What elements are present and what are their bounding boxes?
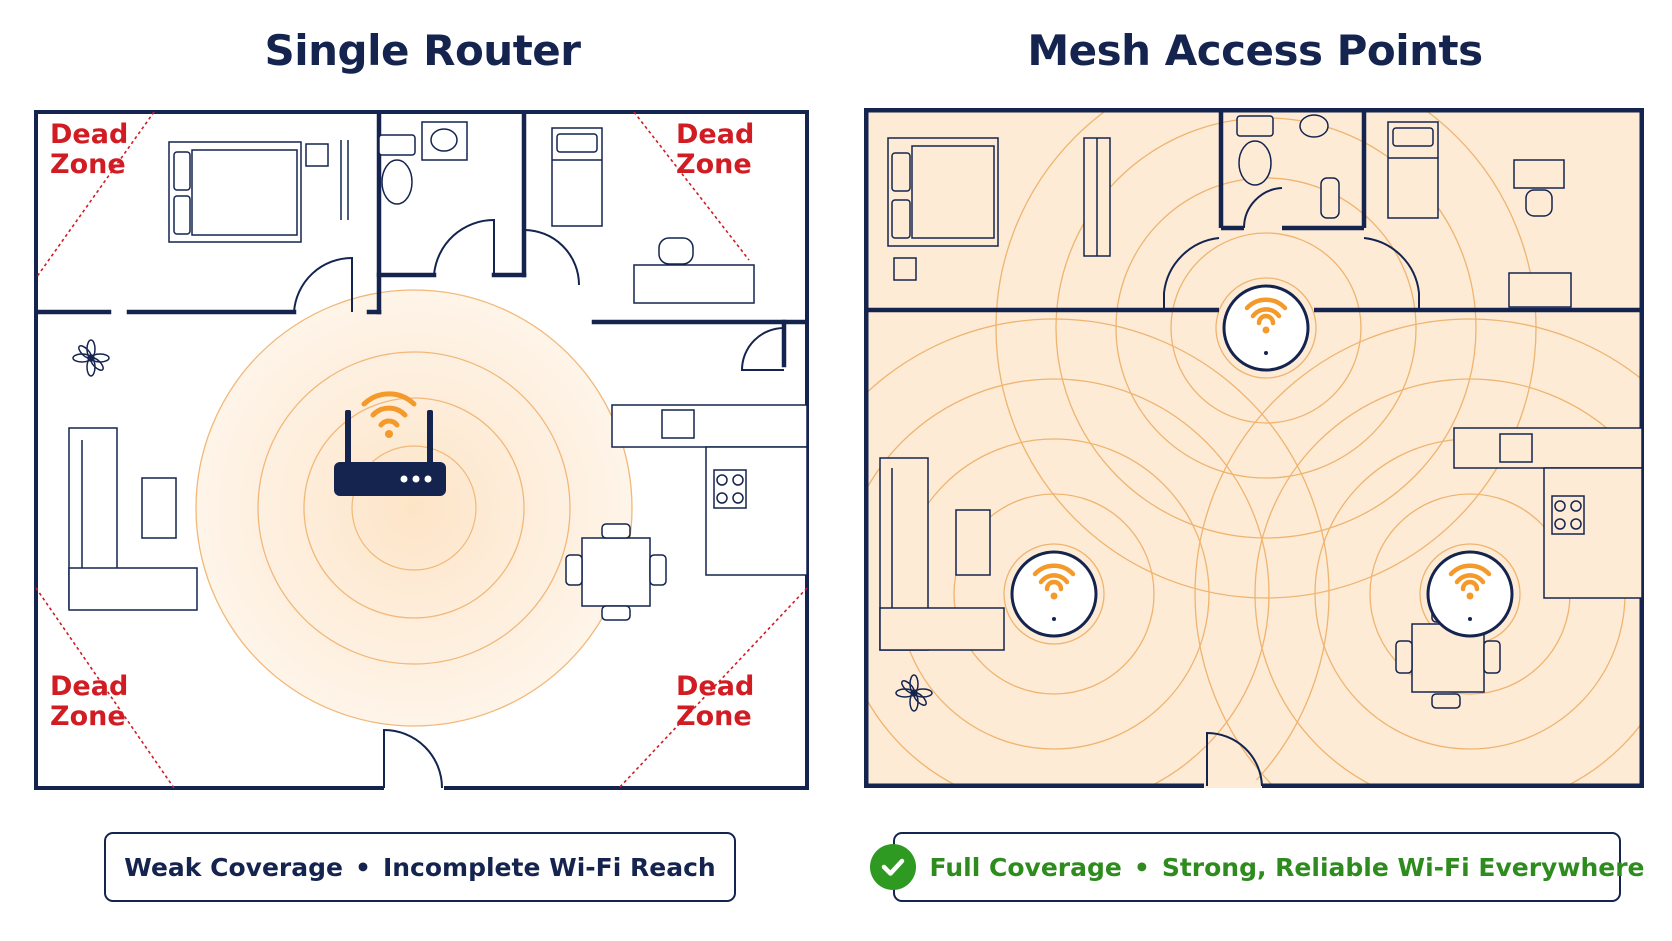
mesh-caption: Full Coverage • Strong, Reliable Wi-Fi E…	[869, 832, 1644, 902]
wifi-icon	[1032, 563, 1076, 592]
furniture	[68, 121, 808, 621]
mesh-access-points-title: Mesh Access Points	[1027, 26, 1483, 75]
dead-zone-label-bottom-right: Dead	[676, 671, 754, 702]
mesh-access-point-bottom-right	[1426, 550, 1514, 638]
flower-icon	[895, 674, 933, 712]
dead-zone-label-top-left-2: Zone	[50, 149, 126, 180]
dead-zone-boundaries	[35, 111, 808, 789]
dead-zone-label-top-left: Dead	[50, 119, 128, 150]
dead-zone-label-bottom-left-2: Zone	[50, 701, 126, 732]
dead-zone-label-top-right-2: Zone	[676, 149, 752, 180]
caption-separator: •	[1133, 852, 1150, 882]
flower-icon	[72, 339, 110, 377]
caption-full-coverage: Full Coverage	[929, 852, 1122, 882]
furniture	[879, 114, 1643, 709]
single-router-title: Single Router	[264, 26, 582, 75]
door-swings	[1163, 187, 1420, 787]
mesh-access-point-top	[1222, 284, 1310, 372]
door-swings	[293, 218, 785, 789]
wifi-icon	[361, 391, 417, 428]
dead-zone-label-top-right: Dead	[676, 119, 754, 150]
dead-zone-label-bottom-right-2: Zone	[676, 701, 752, 732]
router-icon	[334, 410, 446, 496]
check-icon	[869, 844, 916, 890]
router-coverage-area	[195, 289, 633, 727]
single-router-caption: Weak Coverage • Incomplete Wi-Fi Reach	[104, 832, 736, 902]
mesh-access-point-bottom-left	[1010, 550, 1098, 638]
caption-incomplete-reach: Incomplete Wi-Fi Reach	[382, 852, 716, 882]
dead-zone-label-bottom-left: Dead	[50, 671, 128, 702]
wifi-icon	[1448, 563, 1492, 592]
wifi-icon	[1244, 297, 1288, 326]
caption-separator: •	[354, 852, 371, 882]
caption-strong-reliable: Strong, Reliable Wi-Fi Everywhere	[1161, 852, 1645, 882]
mesh-floor-plan	[864, 108, 1644, 788]
caption-weak-coverage: Weak Coverage	[124, 852, 343, 882]
single-router-floor-plan: Dead Zone Dead Zone Dead Zone Dead Zone	[34, 110, 809, 790]
